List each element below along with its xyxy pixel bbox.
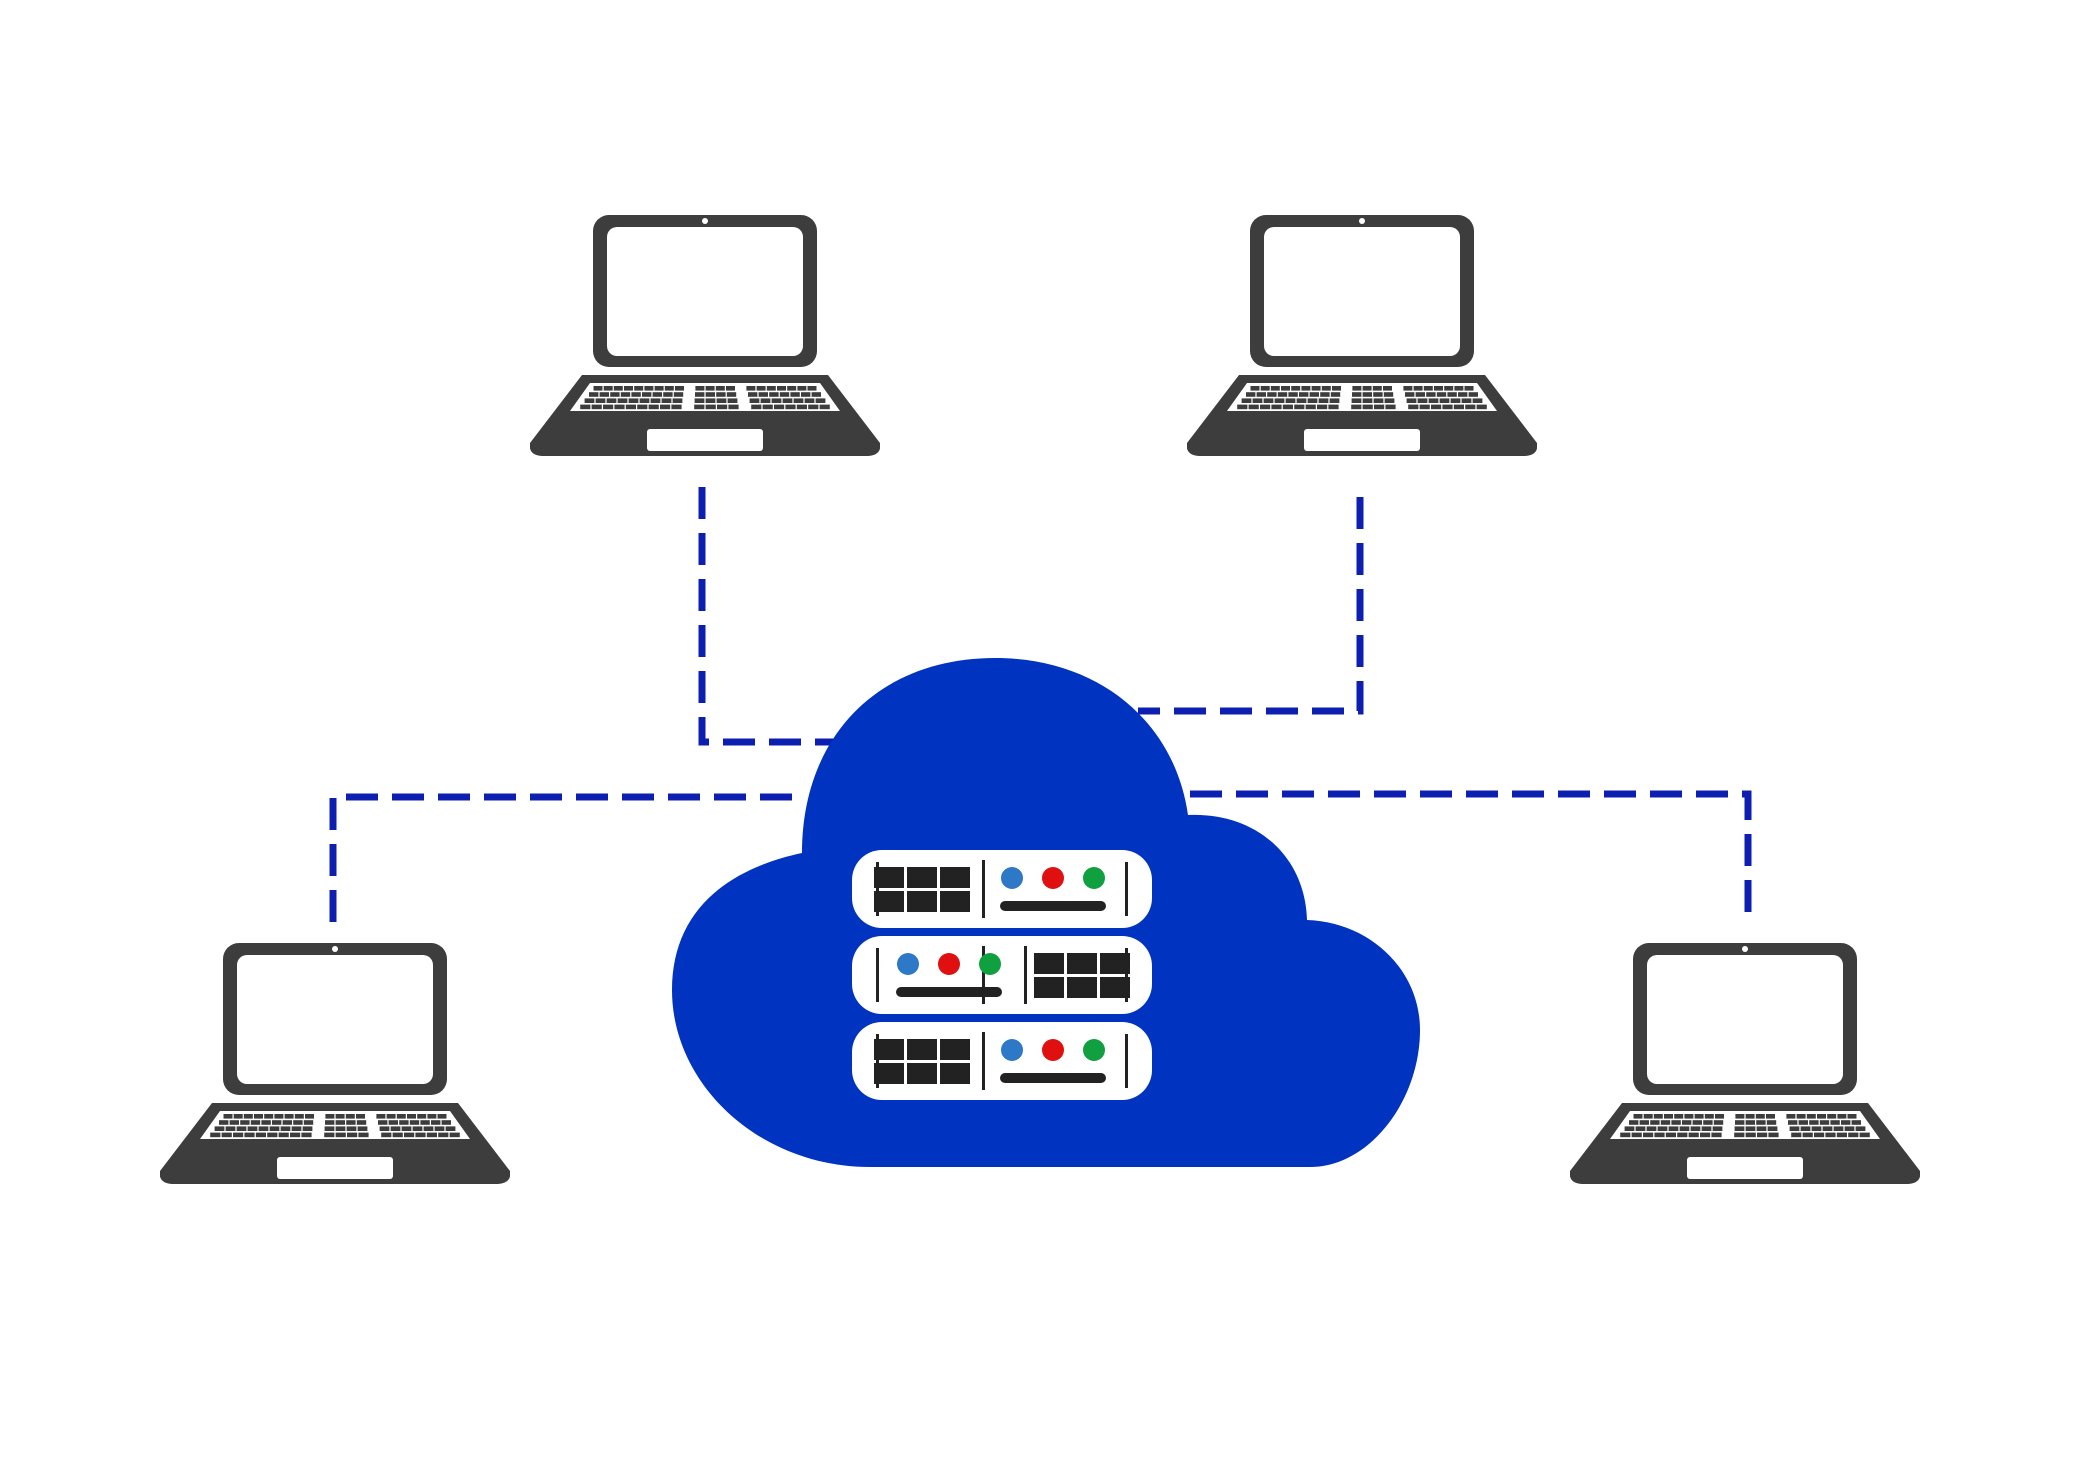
laptop-bottom-right: [1570, 943, 1920, 1184]
connector-lines: [329, 487, 1752, 922]
laptop-top-left: [530, 215, 880, 456]
connector-top-left: [698, 487, 840, 746]
connector-bottom-left: [329, 793, 800, 922]
status-led-icon: [979, 953, 1001, 975]
server-rack-icon: [852, 850, 1152, 1100]
server-unit: [852, 936, 1152, 1014]
status-led-icon: [1042, 1039, 1064, 1061]
server-unit: [852, 1022, 1152, 1100]
connector-top-right: [1138, 497, 1364, 715]
laptop-bottom-left: [160, 943, 510, 1184]
status-led-icon: [897, 953, 919, 975]
status-led-icon: [1042, 867, 1064, 889]
laptop-top-right: [1187, 215, 1537, 456]
server-unit: [852, 850, 1152, 928]
status-led-icon: [1083, 1039, 1105, 1061]
status-led-icon: [1001, 1039, 1023, 1061]
status-led-icon: [938, 953, 960, 975]
connector-bottom-right: [1190, 790, 1752, 922]
status-led-icon: [1001, 867, 1023, 889]
status-led-icon: [1083, 867, 1105, 889]
